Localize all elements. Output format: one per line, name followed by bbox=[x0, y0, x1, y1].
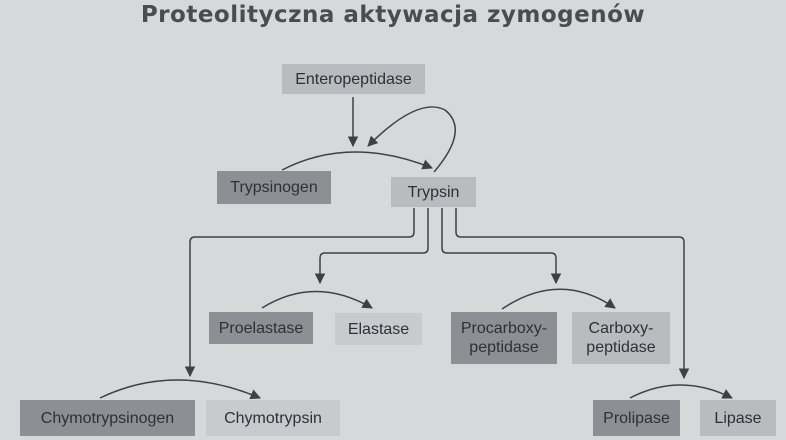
node-procarboxypeptidase-label: Procarboxy- peptidase bbox=[460, 320, 548, 356]
node-prolipase: Prolipase bbox=[593, 400, 680, 436]
page-title: Proteolityczna aktywacja zymogenów bbox=[140, 2, 646, 28]
node-chymotrypsin: Chymotrypsin bbox=[206, 400, 340, 436]
arc-trypsinogen-trypsin bbox=[281, 151, 433, 171]
node-carboxypeptidase: Carboxy- peptidase bbox=[572, 312, 670, 364]
node-carboxypeptidase-label: Carboxy- peptidase bbox=[586, 320, 656, 356]
arc-procarboxy-carboxy bbox=[501, 288, 616, 310]
node-elastase: Elastase bbox=[335, 313, 422, 345]
node-procarboxypeptidase: Procarboxy- peptidase bbox=[451, 312, 557, 364]
arc-proelastase-elastase bbox=[261, 290, 373, 309]
node-trypsinogen: Trypsinogen bbox=[217, 171, 331, 204]
arrow-trypsin-carboxy bbox=[441, 208, 562, 285]
node-trypsin: Trypsin bbox=[391, 177, 476, 207]
node-proelastase: Proelastase bbox=[209, 312, 313, 344]
node-lipase: Lipase bbox=[700, 400, 776, 436]
arc-chymo-chymotrypsin bbox=[99, 379, 261, 400]
arc-prolipase-lipase bbox=[629, 384, 733, 399]
arrow-trypsin-elastase bbox=[314, 208, 429, 285]
node-chymotrypsinogen: Chymotrypsinogen bbox=[20, 400, 195, 436]
loop-trypsin-autocatalysis bbox=[367, 106, 456, 173]
arrow-trypsin-lipase bbox=[455, 208, 690, 380]
arrow-trypsin-chymo bbox=[184, 208, 415, 378]
node-enteropeptidase: Enteropeptidase bbox=[282, 64, 425, 94]
